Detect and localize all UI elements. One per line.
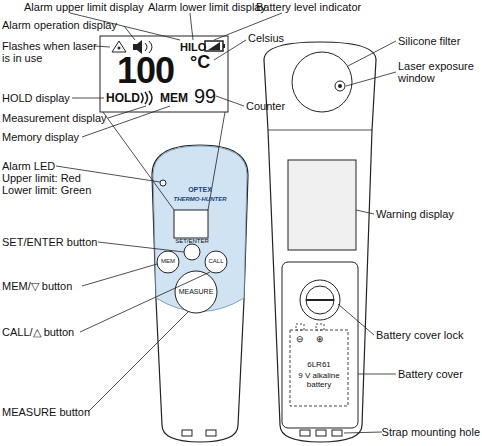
battery-text: 9 V alkaline battery xyxy=(292,371,346,389)
callout-label: SET/ENTER button xyxy=(2,236,97,248)
callout-label: HOLD display xyxy=(2,92,70,104)
callout-label: Alarm lower limit display xyxy=(148,1,266,13)
callout-label: Flashes when laser is in use xyxy=(2,40,98,64)
callout-label: Alarm LED xyxy=(2,160,55,172)
lcd-icon: HILO xyxy=(180,41,206,53)
button-label: CALL xyxy=(208,258,223,265)
callout-label: Upper limit: Red xyxy=(2,172,81,184)
callout-label: Measurement display xyxy=(2,112,107,124)
callout-label: Battery cover lock xyxy=(376,329,463,341)
button-label: MEASURE xyxy=(179,288,214,296)
callout-label: Silicone filter xyxy=(398,35,460,47)
callout-label: Memory display xyxy=(2,131,79,143)
button-label: SET/ENTER xyxy=(175,238,209,245)
callout-label: Battery level indicator xyxy=(256,1,361,13)
product-name: THERMO-HUNTER xyxy=(174,196,227,203)
callout-label: Celsius xyxy=(248,32,284,44)
button-label: MEM xyxy=(161,258,175,265)
battery-text: 6LR61 xyxy=(307,360,331,369)
callout-label: Lower limit: Green xyxy=(2,184,91,196)
callout-label: Warning display xyxy=(376,208,454,220)
callout-label: MEASURE button xyxy=(2,406,90,418)
callout-label: Strap mounting hole xyxy=(382,426,480,438)
lcd-digits: 100 xyxy=(117,53,174,89)
lcd-unit: °C xyxy=(190,53,210,71)
brand-logo: OPTEX xyxy=(188,186,212,194)
callout-label: Laser exposure window xyxy=(398,60,480,84)
battery-terminal: ⊖ xyxy=(296,334,304,344)
battery-terminal: ⊕ xyxy=(316,334,324,344)
lcd-counter: 99 xyxy=(194,86,216,106)
lcd-icon: HOLD xyxy=(106,92,140,104)
callout-label: Alarm operation display xyxy=(2,19,117,31)
callout-label: Alarm upper limit display xyxy=(24,1,144,13)
callout-label: Counter xyxy=(246,100,285,112)
callout-label: CALL/△ button xyxy=(2,326,74,338)
lcd-icon: MEM xyxy=(160,92,188,104)
callout-label: MEM/▽ button xyxy=(2,280,72,292)
callout-label: Battery cover xyxy=(398,368,463,380)
